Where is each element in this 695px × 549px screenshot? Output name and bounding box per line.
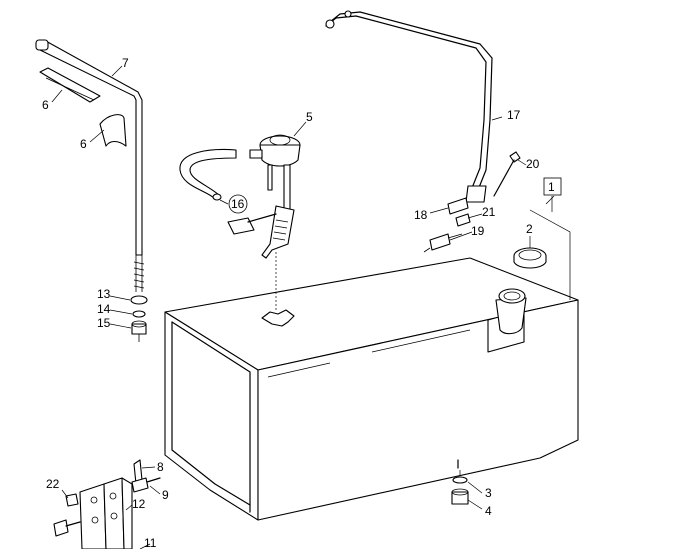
callout-2: 2 <box>526 222 533 236</box>
callout-22: 22 <box>46 477 60 491</box>
fitting-18 <box>447 197 469 215</box>
mounting-bracket <box>79 477 133 549</box>
tank-strap <box>35 39 145 292</box>
bolt-20 <box>493 151 521 197</box>
callout-17: 17 <box>507 108 521 122</box>
strap-insulator-lower <box>99 114 127 147</box>
callout-19: 19 <box>471 224 485 238</box>
callout-1: 1 <box>548 180 555 194</box>
callout-6-upper: 6 <box>42 98 49 112</box>
callout-7: 7 <box>122 56 129 70</box>
callout-21: 21 <box>482 205 496 219</box>
fuel-tank <box>164 257 579 521</box>
callout-labels: 1 2 3 4 5 6 6 7 8 9 11 12 13 14 15 16 17… <box>42 56 562 549</box>
strap-nut-15 <box>131 320 147 342</box>
fuel-lines <box>325 10 493 203</box>
leader-lines <box>51 65 555 549</box>
clip-21 <box>455 213 471 227</box>
callout-16: 16 <box>231 197 245 211</box>
callout-3: 3 <box>485 486 492 500</box>
callout-20: 20 <box>526 157 540 171</box>
callout-12: 12 <box>132 497 146 511</box>
callout-1-bracket <box>529 196 571 300</box>
callout-13: 13 <box>97 287 111 301</box>
callout-15: 15 <box>97 316 111 330</box>
fitting-19 <box>423 233 463 253</box>
strap-washer-13 <box>130 295 148 305</box>
vent-hose <box>179 149 237 201</box>
callout-18: 18 <box>414 208 428 222</box>
callout-16-circle <box>228 194 248 214</box>
drain-washer <box>452 470 468 484</box>
callout-4: 4 <box>485 504 492 518</box>
strap-insulator-upper <box>39 67 101 103</box>
callout-11: 11 <box>144 536 157 549</box>
callout-9: 9 <box>162 488 169 502</box>
callout-5: 5 <box>306 110 313 124</box>
drain-plug <box>451 488 469 505</box>
bolt-9 <box>131 477 161 493</box>
callout-1-box <box>543 177 562 196</box>
callout-8: 8 <box>157 460 164 474</box>
strap-washer-14 <box>132 310 146 318</box>
bolt-lower-left <box>53 519 81 537</box>
fuel-sender-unit <box>227 134 301 312</box>
sender-flange <box>261 309 295 327</box>
callout-6-lower: 6 <box>80 137 87 151</box>
callout-14: 14 <box>97 302 111 316</box>
filler-neck <box>487 288 527 353</box>
filler-cap <box>513 247 547 269</box>
nut-22 <box>65 493 79 507</box>
